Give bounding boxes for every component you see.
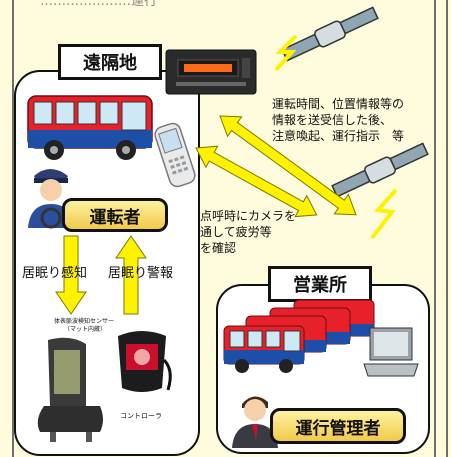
remote-title: 遠隔地: [58, 44, 162, 80]
arrow-up-icon: [115, 235, 147, 315]
satellite-icon-bottom: [331, 142, 429, 240]
note-top-right-2: 情報を送受信した後、: [272, 113, 393, 127]
note-middle-1: 点呼時にカメラを: [200, 209, 297, 223]
sensor-caption-sub: （マット内蔵）: [64, 326, 107, 333]
drowsy-detect-text: 居眠り感知: [22, 266, 88, 281]
left-frame-line: [12, 0, 14, 457]
double-arrow-middle: [195, 145, 318, 218]
note-middle-2: 通して疲労等: [200, 225, 272, 239]
note-top-right-1: 運転時間、位置情報等の: [272, 97, 405, 111]
satellite-icon-top: [274, 6, 379, 72]
arrow-down-icon: [55, 235, 87, 315]
laptop-icon: [363, 327, 419, 377]
manager-avatar: [232, 396, 278, 448]
manager-label: 運行管理者: [270, 408, 406, 444]
office-title: 営業所: [268, 266, 372, 302]
double-arrow-top: [219, 115, 357, 216]
controller-device: [118, 331, 172, 392]
driver-label: 運転者: [62, 198, 168, 232]
drowsy-alarm-text: 居眠り警報: [108, 266, 174, 281]
bus-image: [27, 95, 153, 160]
note-top-right-3: 注意喚起、運行指示 等: [272, 129, 405, 143]
header-text: …………………運行: [40, 0, 158, 9]
mobile-phone-icon: [154, 122, 196, 188]
bus-fleet-image: [223, 299, 375, 373]
seat-sensor-image: [37, 337, 103, 442]
right-frame-line: [434, 0, 436, 457]
controller-caption: コントローラ: [120, 412, 162, 420]
sensor-caption: 体表脈波検知センサー: [54, 318, 115, 325]
right-frame-line-outer: [446, 0, 448, 457]
note-middle-3: を確認: [200, 241, 237, 255]
tachograph-device: [165, 49, 257, 95]
